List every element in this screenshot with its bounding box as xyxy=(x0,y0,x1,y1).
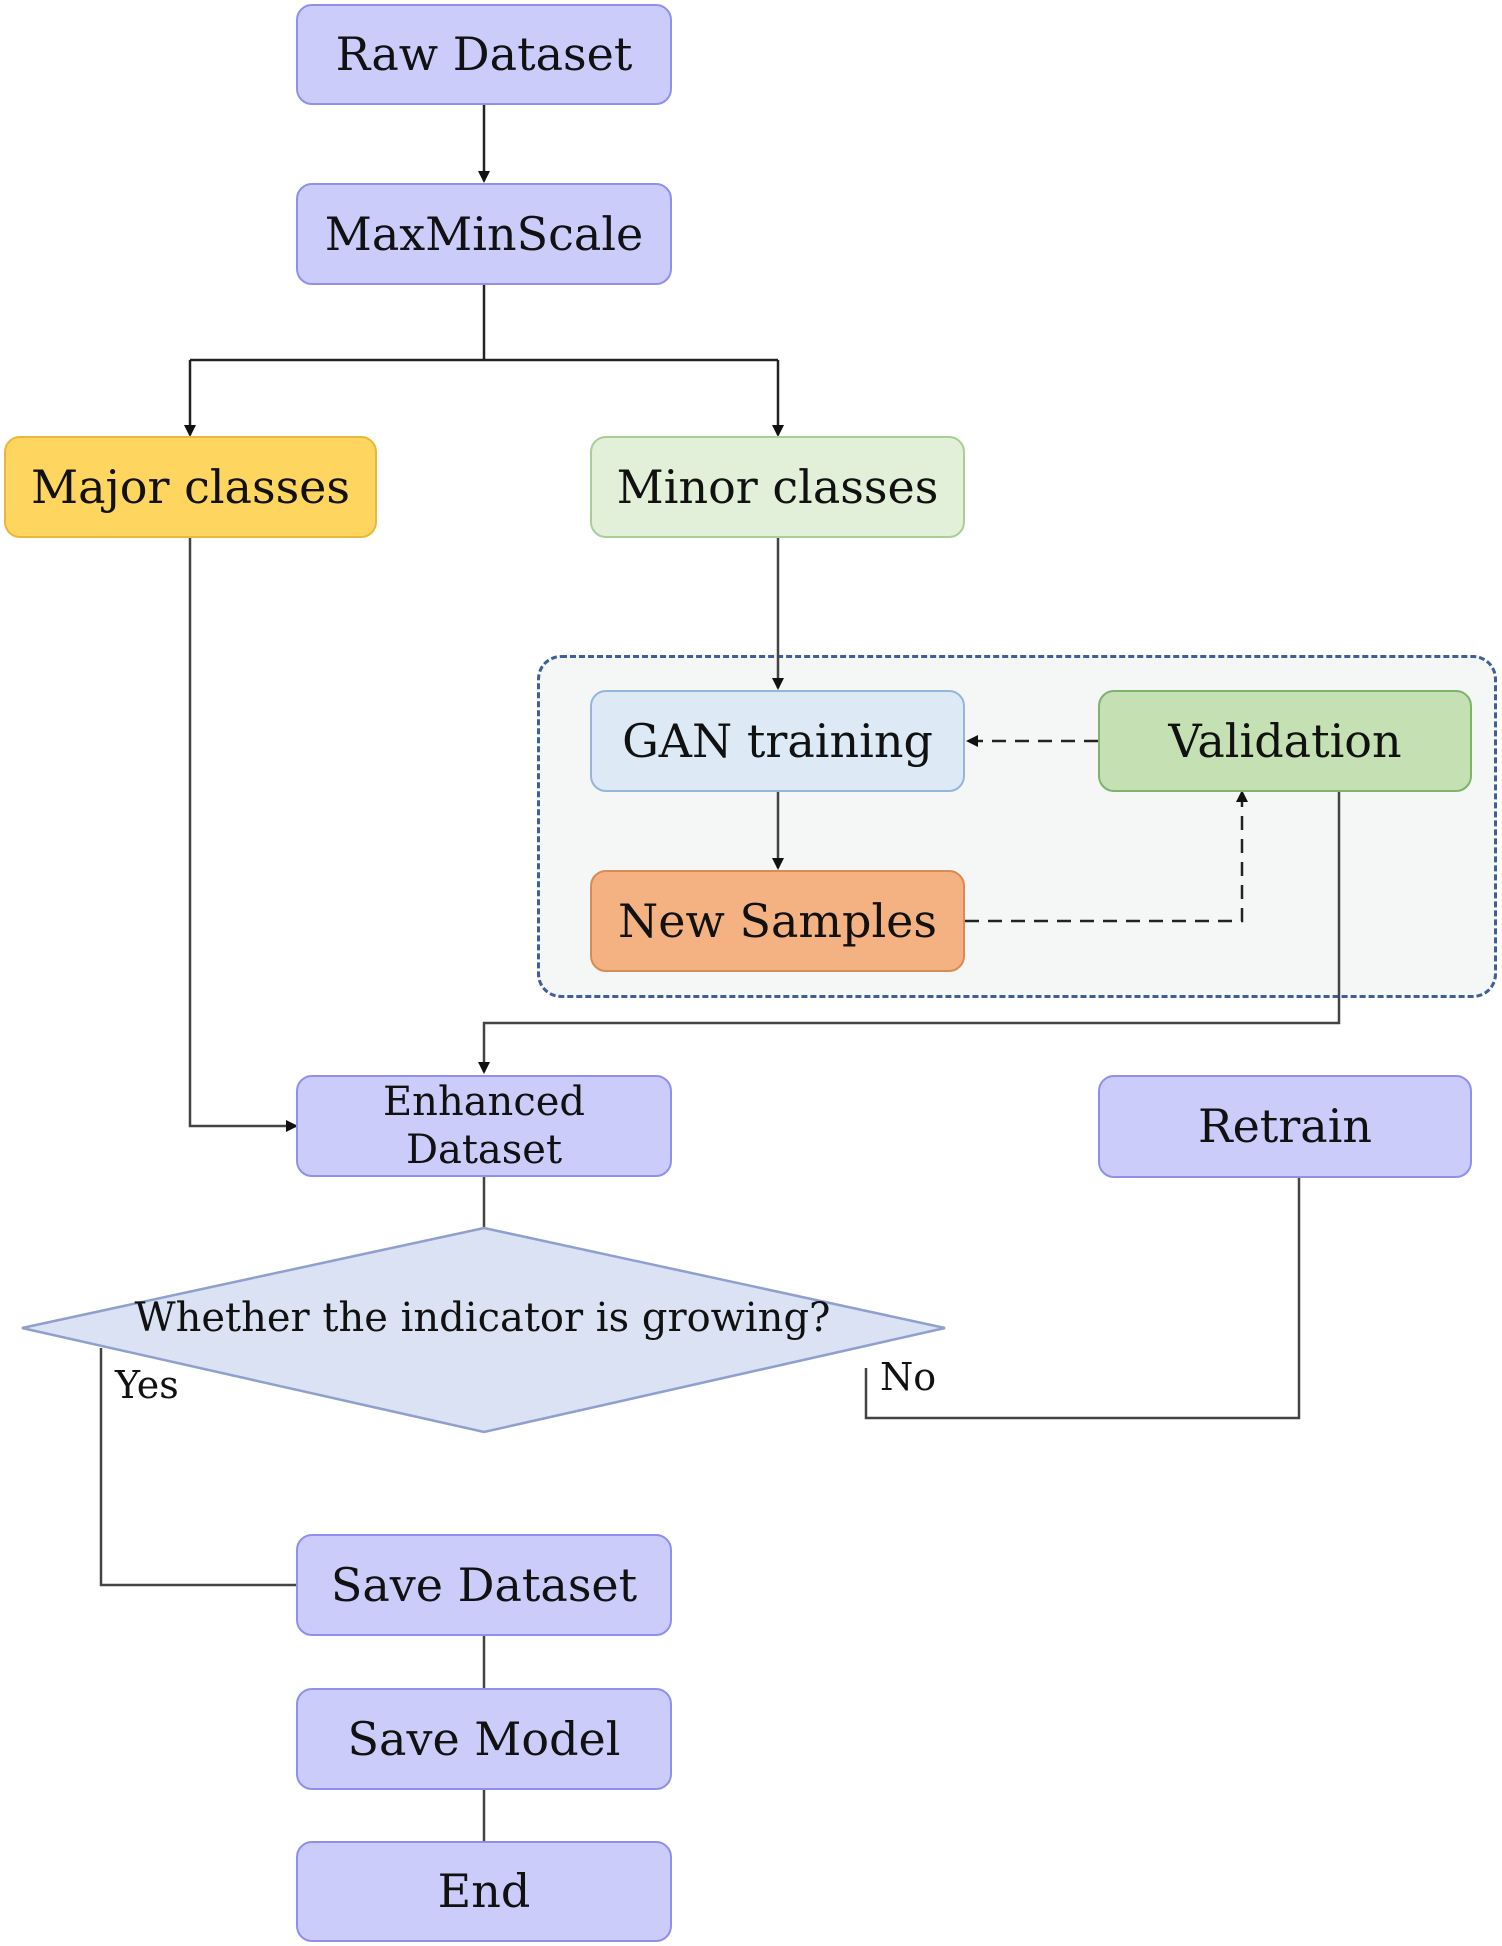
enhanced-dataset-label: Enhanced Dataset xyxy=(382,1079,585,1173)
end-node: End xyxy=(296,1841,672,1942)
minor-classes-label: Minor classes xyxy=(616,459,939,514)
new-samples-node: New Samples xyxy=(590,870,965,972)
edge-validation-to-enhanced xyxy=(478,792,1341,1074)
save-dataset-node: Save Dataset xyxy=(296,1534,672,1636)
validation-node: Validation xyxy=(1098,690,1472,792)
gan-training-label: GAN training xyxy=(622,713,933,768)
edge-major-to-enhanced xyxy=(188,538,298,1132)
end-label: End xyxy=(437,1864,531,1919)
minor-classes-node: Minor classes xyxy=(590,436,965,538)
edge-samples-to-validation xyxy=(965,790,1248,923)
yes-label: Yes xyxy=(115,1363,179,1407)
maxminscale-label: MaxMinScale xyxy=(324,206,644,261)
decision-diamond xyxy=(21,1226,946,1434)
gan-training-node: GAN training xyxy=(590,690,965,792)
edge-yes-to-save-dataset xyxy=(99,1348,296,1587)
decision-label: Whether the indicator is growing? xyxy=(134,1295,831,1341)
maxminscale-node: MaxMinScale xyxy=(296,183,672,285)
new-samples-label: New Samples xyxy=(617,893,937,948)
enhanced-dataset-node: Enhanced Dataset xyxy=(296,1075,672,1177)
no-label: No xyxy=(880,1355,937,1399)
raw-dataset-label: Raw Dataset xyxy=(335,27,633,82)
save-dataset-label: Save Dataset xyxy=(330,1557,638,1612)
save-model-label: Save Model xyxy=(347,1711,621,1766)
edge-scale-split xyxy=(190,285,778,362)
major-classes-label: Major classes xyxy=(30,459,351,514)
validation-label: Validation xyxy=(1168,713,1402,768)
major-classes-node: Major classes xyxy=(4,436,377,538)
raw-dataset-node: Raw Dataset xyxy=(296,4,672,105)
retrain-node: Retrain xyxy=(1098,1075,1472,1178)
save-model-node: Save Model xyxy=(296,1688,672,1790)
retrain-label: Retrain xyxy=(1197,1099,1373,1154)
edge-no-to-retrain xyxy=(864,1178,1301,1420)
